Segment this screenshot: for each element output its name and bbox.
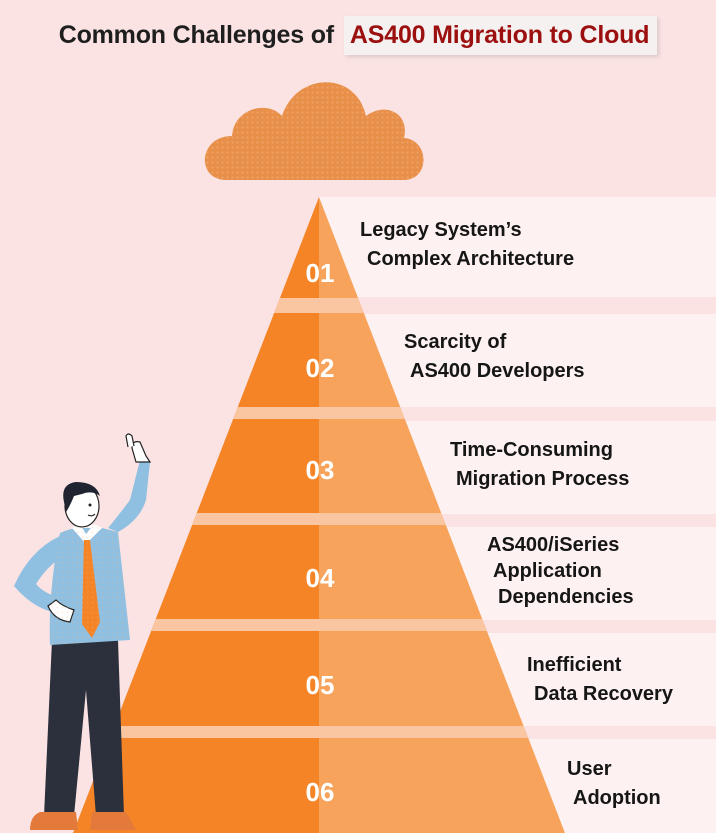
step-number-05: 05: [305, 670, 335, 700]
band-5: [73, 726, 565, 738]
step-label-02-line-1: Scarcity of: [404, 331, 507, 353]
title-highlight: AS400 Migration to Cloud: [343, 16, 658, 55]
step-number-06: 06: [305, 777, 335, 807]
step-label-03: Time-Consuming Migration Process: [450, 436, 629, 494]
step-number-02: 02: [305, 353, 335, 383]
pointing-man-illustration: [14, 433, 152, 830]
step-number-04: 04: [305, 563, 335, 593]
cloud-icon: [204, 82, 424, 180]
step-label-04-line-1: AS400/iSeries: [487, 534, 620, 556]
step-label-05-line-1: Inefficient: [527, 654, 622, 676]
step-label-04-line-3: Dependencies: [498, 586, 634, 608]
step-label-03-line-2: Migration Process: [456, 468, 630, 490]
title-prefix: Common Challenges of: [58, 21, 334, 49]
band-4: [73, 619, 565, 631]
step-label-06-line-2: Adoption: [573, 787, 661, 809]
band-3: [73, 513, 565, 525]
band-2: [73, 407, 565, 419]
step-label-05-line-2: Data Recovery: [534, 683, 673, 705]
step-number-01: 01: [305, 258, 335, 288]
step-label-02: Scarcity of AS400 Developers: [404, 328, 585, 386]
step-number-03: 03: [305, 455, 335, 485]
step-label-01: Legacy System’s Complex Architecture: [360, 216, 574, 274]
band-1: [73, 298, 565, 313]
step-label-04-line-2: Application: [493, 560, 602, 582]
row-panel-01: [319, 197, 716, 297]
step-label-04: AS400/iSeries Application Dependencies: [487, 532, 634, 610]
page-title: Common Challenges of AS400 Migration to …: [0, 16, 716, 55]
step-label-05: Inefficient Data Recovery: [527, 651, 673, 709]
step-label-02-line-2: AS400 Developers: [410, 360, 585, 382]
step-label-06: User Adoption: [567, 755, 661, 813]
step-label-01-line-2: Complex Architecture: [367, 248, 575, 270]
step-label-03-line-1: Time-Consuming: [450, 439, 613, 461]
step-label-01-line-1: Legacy System’s: [360, 219, 522, 241]
step-label-06-line-1: User: [567, 758, 612, 780]
